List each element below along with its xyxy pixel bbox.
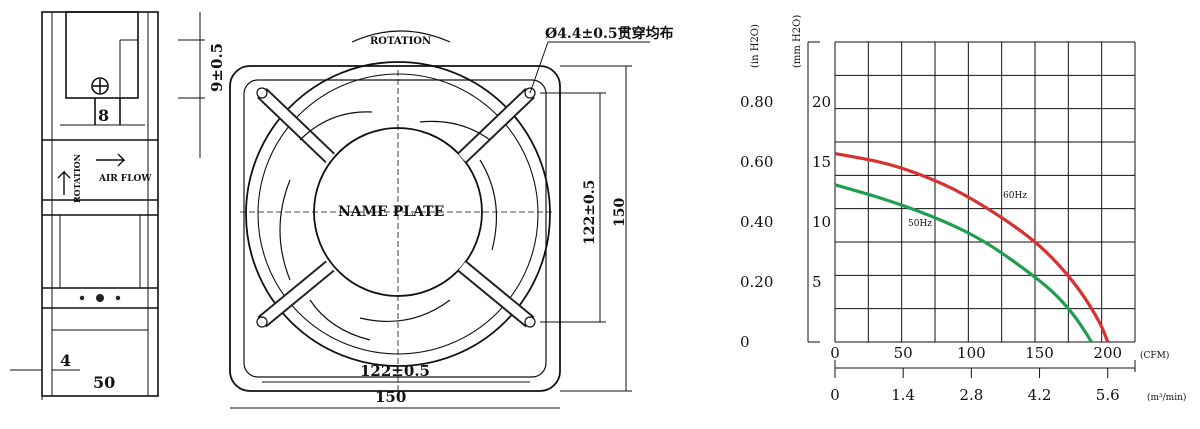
y-tick-in: 0.80 bbox=[740, 93, 773, 111]
side-rotation-label: ROTATION bbox=[72, 154, 82, 203]
y-tick-in: 0.40 bbox=[740, 213, 773, 231]
y-tick-mm: 20 bbox=[812, 93, 831, 111]
x-unit-m3: (m³/min) bbox=[1147, 392, 1186, 403]
front-view bbox=[229, 30, 650, 409]
series-label-60hz: 60Hz bbox=[1003, 191, 1027, 201]
dim-122-horizontal: 122±0.5 bbox=[360, 362, 430, 380]
side-outline bbox=[41, 11, 159, 397]
x-tick-cfm: 50 bbox=[894, 344, 913, 362]
x-tick-cfm: 200 bbox=[1093, 344, 1122, 362]
dim-4-label: 4 bbox=[60, 351, 71, 370]
dim-8-label: 8 bbox=[98, 106, 109, 125]
performance-chart: 20 15 10 5 0.80 0.60 0.40 0.20 0 (in H2O) (mm H2O)… bbox=[740, 15, 1186, 404]
x-tick-cfm: 150 bbox=[1025, 344, 1054, 362]
y-tick-in: 0.60 bbox=[740, 153, 773, 171]
side-view bbox=[10, 11, 205, 400]
x-tick-m3: 0 bbox=[830, 386, 840, 404]
x-tick-m3: 4.2 bbox=[1028, 386, 1052, 404]
hole-callout: Ø4.4±0.5贯穿均布 bbox=[545, 25, 674, 42]
rotation-arrow-icon bbox=[57, 170, 71, 195]
x-tick-cfm: 100 bbox=[957, 344, 986, 362]
mount-holes-icon bbox=[79, 294, 121, 302]
x-tick-m3: 1.4 bbox=[891, 386, 915, 404]
y-unit-mm: (mm H2O) bbox=[792, 15, 803, 68]
y-tick-in: 0 bbox=[740, 333, 750, 351]
dim-50-label: 50 bbox=[93, 373, 115, 392]
x-tick-m3: 2.8 bbox=[959, 386, 983, 404]
terminal-box bbox=[65, 11, 139, 99]
name-plate-label: NAME PLATE bbox=[338, 204, 444, 220]
rotation-label: ROTATION bbox=[370, 36, 431, 47]
y-tick-in: 0.20 bbox=[740, 273, 773, 291]
x-tick-cfm: 0 bbox=[830, 344, 840, 362]
dim-9-label: 9±0.5 bbox=[208, 43, 226, 92]
x-unit-cfm: (CFM) bbox=[1140, 350, 1169, 361]
y-tick-mm: 10 bbox=[812, 213, 831, 231]
airflow-label: AIR FLOW bbox=[98, 174, 152, 184]
dim-150-horizontal: 150 bbox=[375, 388, 406, 406]
airflow-arrow-icon bbox=[96, 153, 126, 167]
screw-icon bbox=[91, 77, 109, 95]
x-tick-m3: 5.6 bbox=[1096, 386, 1120, 404]
dim-150-vertical: 150 bbox=[612, 198, 628, 227]
frame-outer bbox=[229, 65, 561, 392]
series-line-50hz bbox=[834, 183, 1093, 343]
fan-ring bbox=[245, 61, 551, 367]
series-label-50hz: 50Hz bbox=[908, 219, 932, 229]
dim-122-vertical: 122±0.5 bbox=[582, 180, 598, 245]
series-line-60hz bbox=[834, 152, 1110, 343]
mounting-hole-icon bbox=[256, 87, 536, 328]
y-tick-mm: 15 bbox=[812, 153, 831, 171]
y-unit-in: (in H2O) bbox=[750, 24, 761, 68]
y-tick-mm: 5 bbox=[812, 273, 822, 291]
